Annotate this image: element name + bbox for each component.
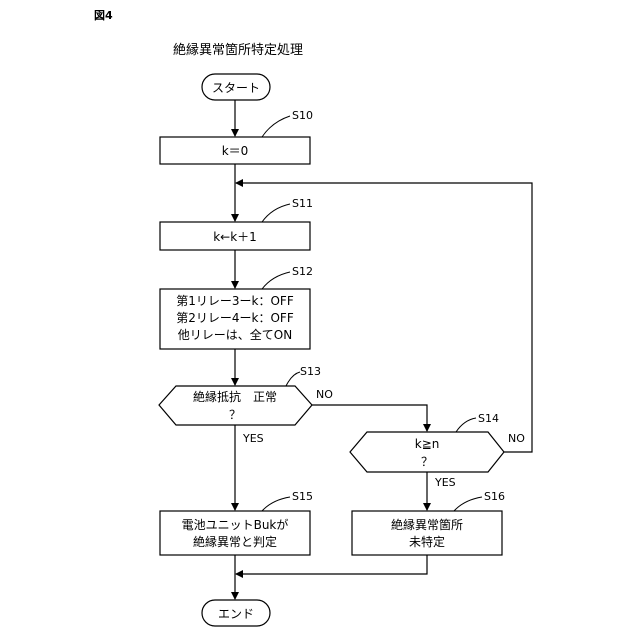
s12-text-line-2: 第2リレー4ーk：OFF <box>176 311 294 325</box>
s14-yes-label: YES <box>434 476 456 489</box>
edge-s16-merge <box>236 555 427 574</box>
s13-step-label: S13 <box>300 365 321 378</box>
s13-yes-label: YES <box>242 432 264 445</box>
s13-leader <box>286 372 300 386</box>
edge-s13-no-to-s14 <box>312 405 427 431</box>
s11-text: k←k＋1 <box>213 230 257 244</box>
step-s13-decision: 絶縁抵抗 正常 ？ <box>159 386 312 425</box>
s14-no-label: NO <box>508 432 525 445</box>
s10-text: k＝0 <box>222 144 249 158</box>
end-node: エンド <box>202 600 270 626</box>
s10-step-label: S10 <box>292 109 313 122</box>
s15-leader <box>262 497 290 511</box>
s13-text-line-1: 絶縁抵抗 正常 <box>193 389 277 404</box>
s15-text-line-2: 絶縁異常と判定 <box>193 534 277 549</box>
s16-step-label: S16 <box>484 490 505 503</box>
s15-step-label: S15 <box>292 490 313 503</box>
s10-leader <box>262 116 290 137</box>
s14-step-label: S14 <box>478 412 499 425</box>
s12-leader <box>262 272 290 289</box>
s12-text-line-1: 第1リレー3ーk：OFF <box>176 294 294 308</box>
step-s11-process: k←k＋1 <box>160 222 310 250</box>
s14-leader <box>456 418 476 432</box>
flowchart-title: 絶縁異常箇所特定処理 <box>173 42 303 58</box>
s13-text-line-2: ？ <box>229 408 241 422</box>
s16-leader <box>454 497 482 511</box>
s14-text-line-2: ？ <box>421 455 433 469</box>
s12-step-label: S12 <box>292 265 313 278</box>
start-node: スタート <box>202 74 270 100</box>
s12-text-line-3: 他リレーは、全てON <box>178 327 292 342</box>
step-s15-process: 電池ユニットBukが 絶縁異常と判定 <box>160 511 310 555</box>
s16-text-line-1: 絶縁異常箇所 <box>391 517 463 532</box>
s13-no-label: NO <box>316 388 333 401</box>
step-s16-process: 絶縁異常箇所 未特定 <box>352 511 502 555</box>
s14-text-line-1: k≧n <box>415 437 440 451</box>
end-node-label: エンド <box>218 607 254 621</box>
s16-text-line-2: 未特定 <box>409 534 445 549</box>
step-s14-decision: k≧n ？ <box>350 432 504 472</box>
figure-label: 図4 <box>94 8 113 22</box>
step-s12-process: 第1リレー3ーk：OFF 第2リレー4ーk：OFF 他リレーは、全てON <box>160 289 310 349</box>
s15-text-line-1: 電池ユニットBukが <box>182 517 289 532</box>
step-s10-process: k＝0 <box>160 137 310 164</box>
start-node-label: スタート <box>212 81 260 95</box>
s11-leader <box>262 204 290 222</box>
s11-step-label: S11 <box>292 197 313 210</box>
